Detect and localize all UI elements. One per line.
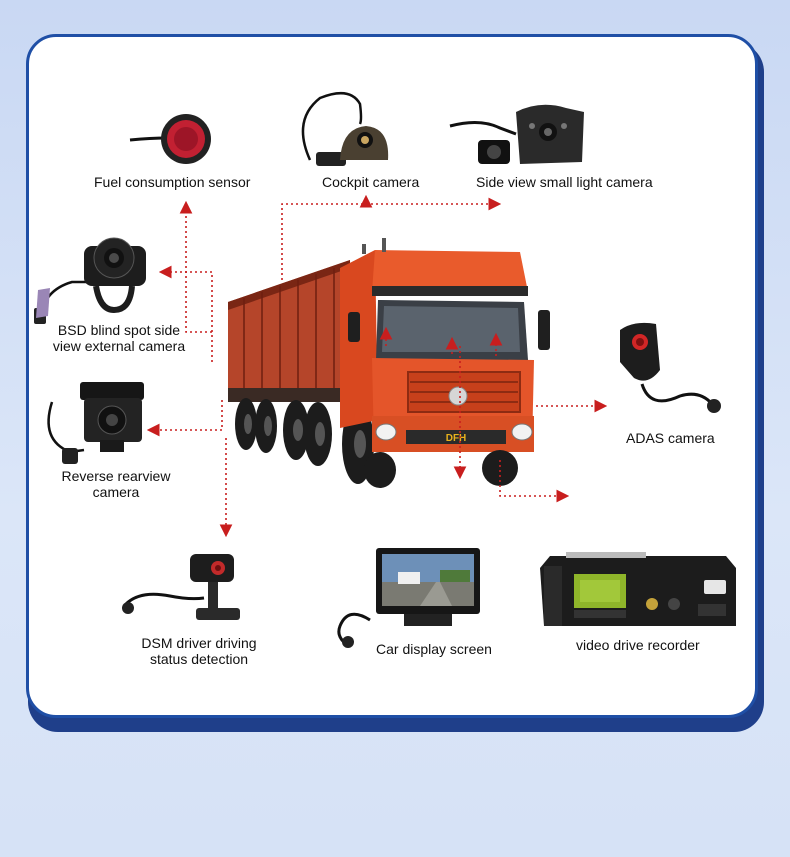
label-display-screen: Car display screen: [376, 641, 492, 657]
label-reverse-line1: Reverse rearview: [61, 468, 171, 484]
label-bsd-line1: BSD blind spot side: [57, 322, 181, 338]
arrow-video-recorder: [499, 460, 570, 503]
arrow-reverse-camera: [146, 400, 223, 437]
arrow-bsd-camera: [158, 265, 213, 362]
dsm-camera-icon: [122, 554, 240, 620]
label-dsm-camera: DSM driver driving status detection: [134, 635, 264, 667]
display-screen-icon: [337, 548, 480, 648]
video-recorder-icon: [540, 552, 736, 626]
label-video-recorder: video drive recorder: [576, 637, 700, 653]
label-bsd-line2: view external camera: [52, 338, 186, 354]
label-adas-camera: ADAS camera: [626, 430, 715, 446]
bsd-camera-icon: [34, 237, 146, 324]
label-bsd-camera: BSD blind spot side view external camera: [44, 322, 194, 354]
adas-camera-icon: [620, 322, 721, 413]
label-side-view-camera: Side view small light camera: [476, 174, 653, 190]
reverse-camera-icon: [47, 382, 144, 464]
cockpit-camera-icon: [301, 91, 389, 166]
label-reverse-camera: Reverse rearview camera: [54, 468, 178, 500]
label-reverse-line2: camera: [92, 484, 140, 500]
grille-badge: DFH: [446, 433, 467, 444]
fuel-sensor-icon: [129, 114, 211, 164]
label-fuel-sensor: Fuel consumption sensor: [94, 174, 251, 190]
label-cockpit-camera: Cockpit camera: [322, 174, 420, 190]
truck-illustration: DFH: [228, 238, 550, 488]
label-dsm-line1: DSM driver driving: [141, 635, 257, 651]
side-view-camera-icon: [449, 104, 584, 164]
arrow-fuel-sensor: [179, 200, 212, 333]
connector-arrows: [146, 194, 608, 538]
label-dsm-line2: status detection: [149, 651, 249, 667]
